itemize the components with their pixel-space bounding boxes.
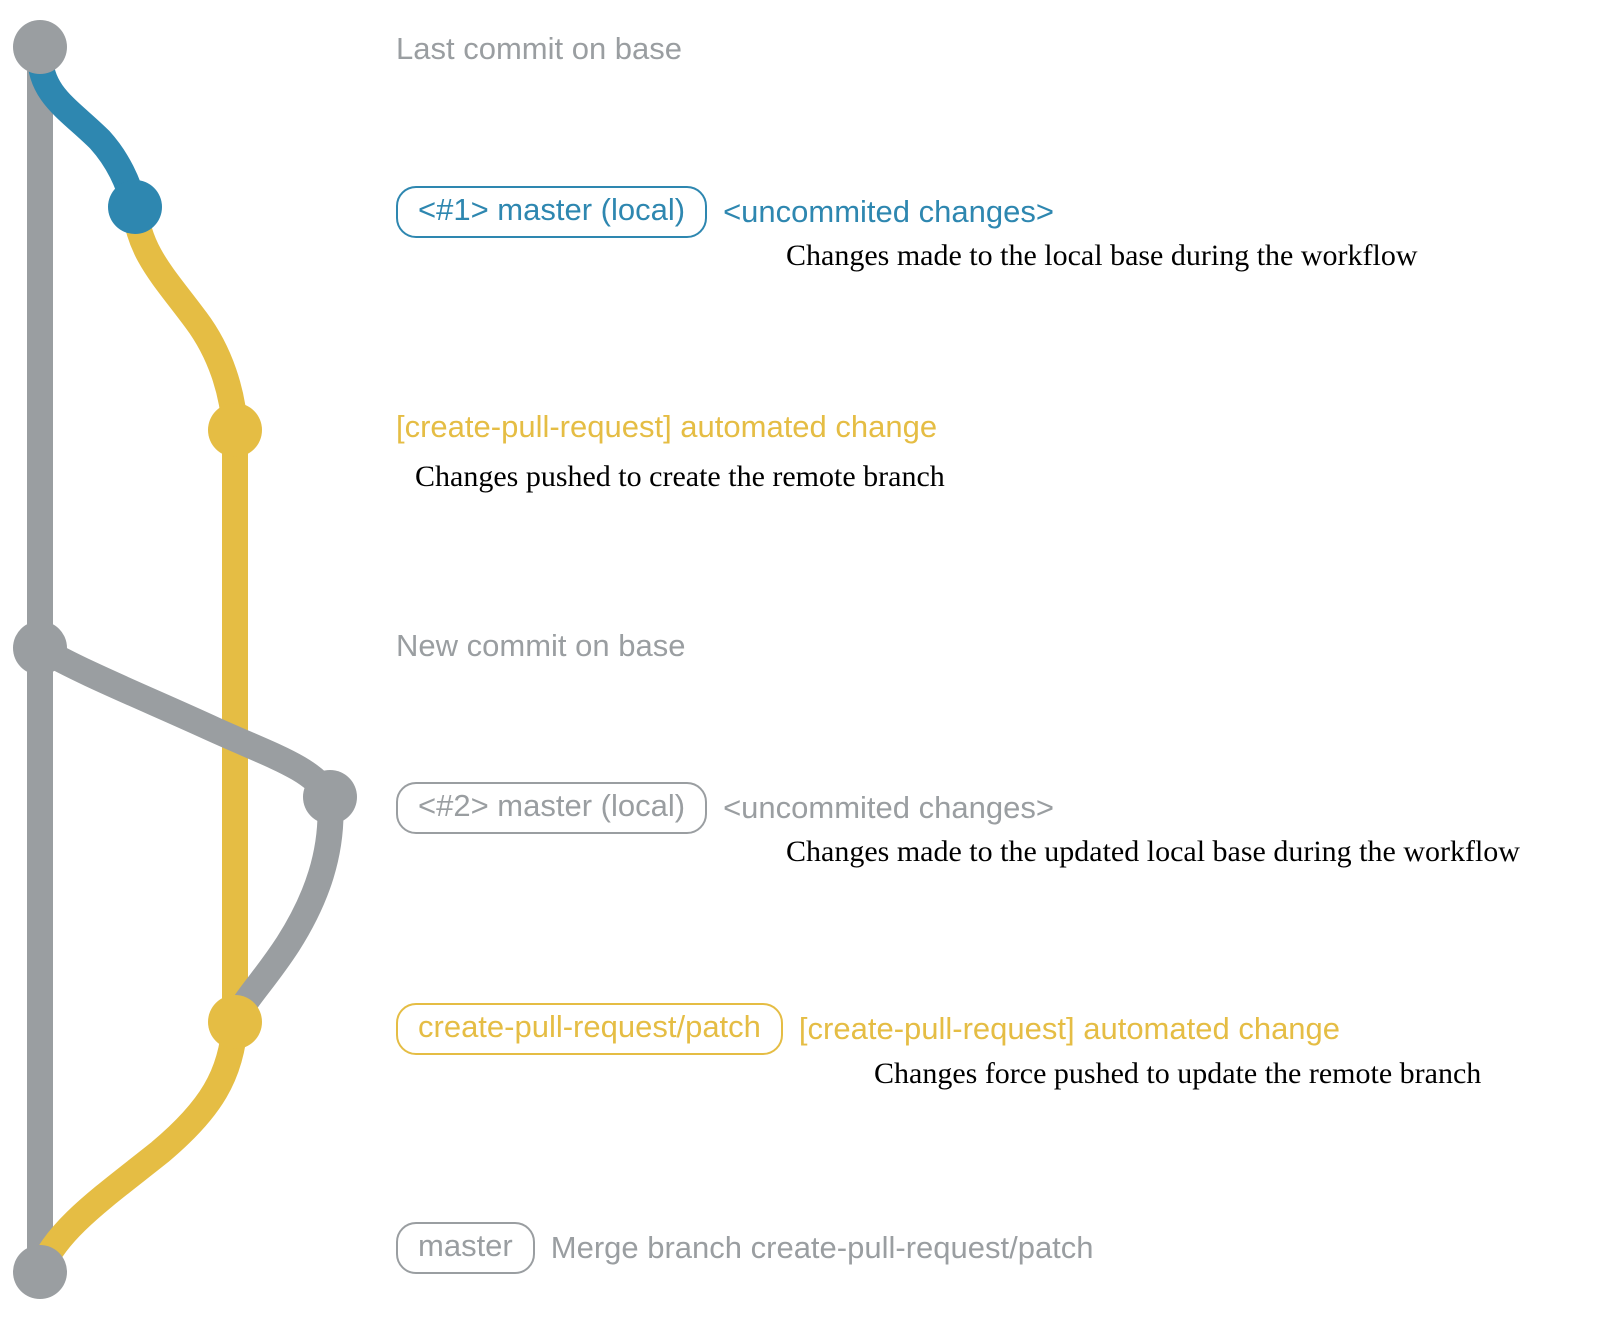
entry-master-local-2: <#2> master (local) <uncommited changes>: [396, 782, 1054, 834]
headline-automated-change-1: [create-pull-request] automated change: [396, 409, 938, 444]
headline-master-local-2: <uncommited changes>: [723, 789, 1054, 825]
entry-new-commit-on-base: New commit on base: [396, 628, 686, 663]
entry-automated-change-2: create-pull-request/patch [create-pull-r…: [396, 1003, 1340, 1055]
edge-base-to-local-2: [27, 635, 343, 810]
badge-create-pull-request-patch[interactable]: create-pull-request/patch: [396, 1003, 783, 1055]
subtext-master-local-1: Changes made to the local base during th…: [786, 239, 1418, 272]
entry-master-local-1: <#1> master (local) <uncommited changes>: [396, 186, 1054, 238]
node-automated-change-1: [208, 403, 262, 457]
subtext-automated-change-1: Changes pushed to create the remote bran…: [415, 460, 945, 493]
badge-master[interactable]: master: [396, 1222, 535, 1274]
headline-new-commit-on-base: New commit on base: [396, 628, 686, 663]
entry-merge-master: master Merge branch create-pull-request/…: [396, 1222, 1094, 1274]
entry-last-commit-on-base: Last commit on base: [396, 31, 683, 66]
subtext-master-local-2: Changes made to the updated local base d…: [786, 835, 1520, 868]
edge-local-1-to-patch-1: [122, 194, 248, 443]
badge-master-local-2[interactable]: <#2> master (local): [396, 782, 708, 834]
headline-master-local-1: <uncommited changes>: [723, 193, 1054, 229]
headline-automated-change-2: [create-pull-request] automated change: [798, 1010, 1341, 1046]
entry-automated-change-1: [create-pull-request] automated change: [396, 409, 938, 444]
node-master-local-1: [108, 180, 162, 234]
headline-last-commit-on-base: Last commit on base: [396, 31, 683, 66]
node-last-commit-on-base: [13, 20, 67, 74]
subtext-automated-change-2: Changes force pushed to update the remot…: [874, 1057, 1482, 1090]
edge-patch-2-to-merge: [27, 1009, 248, 1285]
node-automated-change-2: [208, 995, 262, 1049]
node-new-commit-on-base: [13, 621, 67, 675]
node-merge-master: [13, 1245, 67, 1299]
badge-master-local-1[interactable]: <#1> master (local): [396, 186, 708, 238]
headline-merge-master: Merge branch create-pull-request/patch: [550, 1229, 1094, 1265]
node-master-local-2: [303, 770, 357, 824]
